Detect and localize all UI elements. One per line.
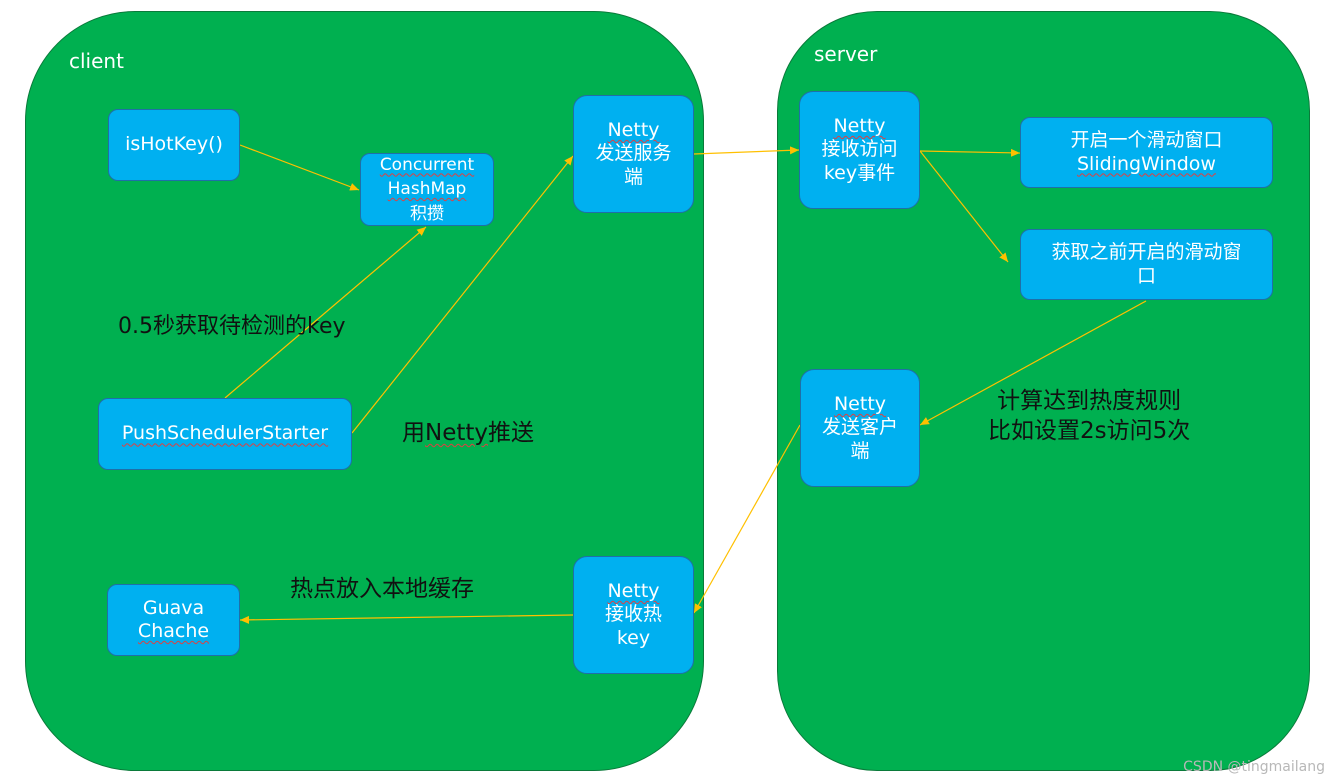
- hashmap-line1: Concurrent: [379, 154, 475, 175]
- netty-receive-hot-line1: Netty: [607, 580, 660, 603]
- note-push-netty: Netty: [425, 420, 489, 446]
- note-calc-rule-line1: 计算达到热度规则: [997, 388, 1182, 414]
- ishotkey-label: isHotKey(): [125, 133, 223, 156]
- note-push-suffix: 推送: [488, 420, 535, 446]
- ishotkey-box: isHotKey(): [108, 109, 240, 181]
- netty-send-client-line3: 端: [850, 439, 870, 462]
- push-scheduler-label: PushSchedulerStarter: [121, 422, 329, 445]
- push-scheduler-box: PushSchedulerStarter: [98, 398, 352, 470]
- note-fetch-keys: 0.5秒获取待检测的key: [118, 314, 346, 339]
- note-push-by-netty: 用Netty推送: [402, 413, 534, 447]
- netty-receive-hot-line3: key: [616, 626, 651, 649]
- server-label: server: [814, 42, 878, 66]
- open-window-line1: 开启一个滑动窗口: [1070, 129, 1223, 152]
- netty-send-server-line2: 发送服务: [595, 142, 672, 165]
- netty-send-server-line1: Netty: [607, 119, 660, 142]
- note-calc-rule: 计算达到热度规则 比如设置2s访问5次: [988, 387, 1190, 447]
- netty-receive-hot-line2: 接收热: [604, 603, 662, 626]
- netty-send-server-line3: 端: [623, 165, 643, 188]
- open-window-line2: SlidingWindow: [1077, 152, 1216, 175]
- hashmap-line2: HashMap: [387, 179, 467, 200]
- note-hot-to-local: 热点放入本地缓存: [290, 576, 474, 602]
- note-push-prefix: 用: [402, 420, 425, 446]
- netty-send-client-line1: Netty: [833, 393, 887, 416]
- netty-receive-event-line1: Netty: [833, 115, 886, 138]
- concurrent-hashmap-box: Concurrent HashMap 积攒: [360, 153, 494, 226]
- guava-line2: Chache: [137, 620, 210, 642]
- netty-receive-event-line3: key事件: [823, 161, 896, 184]
- netty-receive-event-box: Netty 接收访问 key事件: [799, 91, 920, 209]
- get-window-line1: 获取之前开启的滑动窗: [1051, 241, 1242, 264]
- open-window-box: 开启一个滑动窗口 SlidingWindow: [1020, 117, 1273, 188]
- netty-receive-hot-box: Netty 接收热 key: [573, 556, 694, 674]
- netty-send-client-line2: 发送客户: [821, 416, 898, 439]
- guava-line1: Guava: [142, 596, 205, 619]
- note-calc-rule-line2: 比如设置2s访问5次: [988, 417, 1191, 444]
- get-window-line2: 口: [1136, 264, 1156, 287]
- get-window-box: 获取之前开启的滑动窗 口: [1020, 229, 1273, 300]
- hashmap-line3: 积攒: [410, 203, 444, 224]
- watermark: CSDN @tingmailang: [1183, 759, 1325, 775]
- netty-send-client-box: Netty 发送客户 端: [800, 369, 920, 487]
- client-label: client: [69, 49, 124, 73]
- guava-cache-box: Guava Chache: [107, 584, 240, 656]
- netty-receive-event-line2: 接收访问: [821, 138, 898, 161]
- netty-send-server-box: Netty 发送服务 端: [573, 95, 694, 213]
